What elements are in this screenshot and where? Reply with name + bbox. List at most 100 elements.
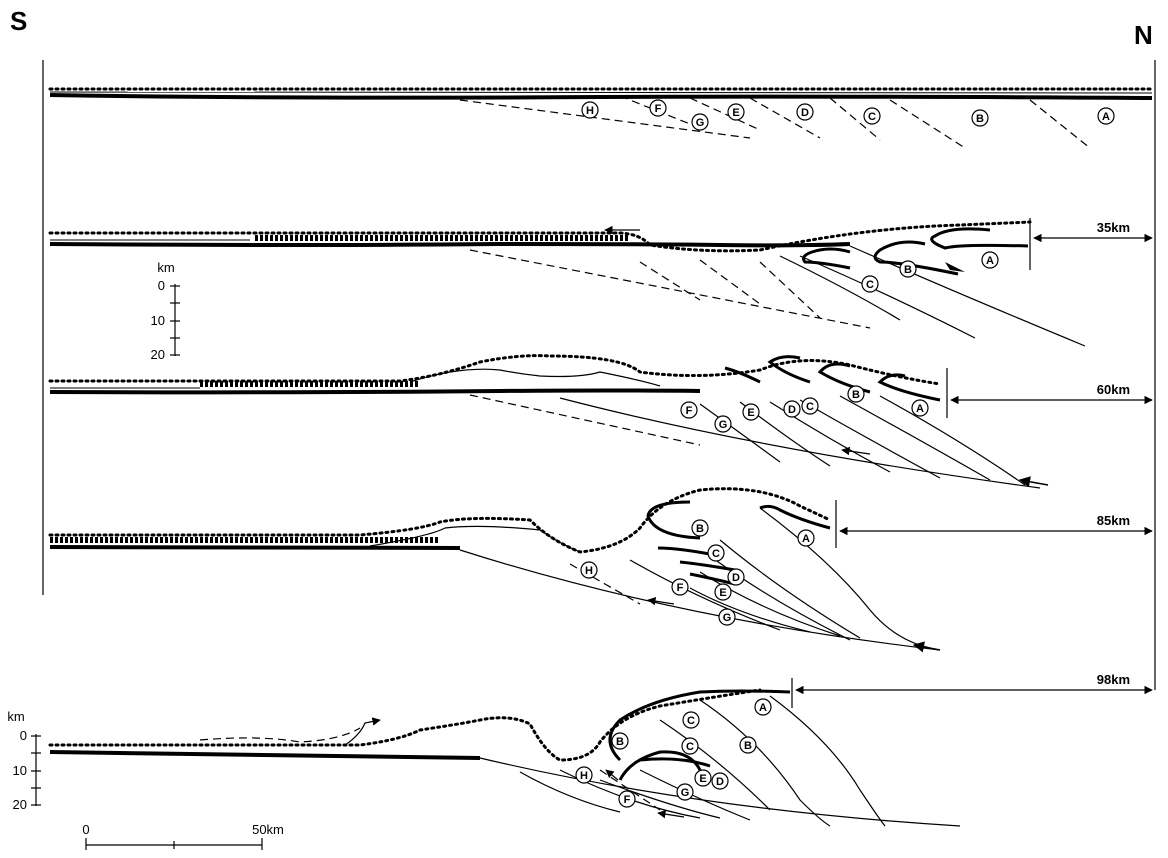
- stage-4-label-a: A: [798, 530, 814, 546]
- stage-5-section: A C B C B H E D F G 98km: [50, 672, 1152, 826]
- horizontal-scale-tick-50km: 50km: [252, 822, 284, 837]
- vertical-scale-2-tick-20: 20: [13, 797, 27, 812]
- stage-3-labels: B A F G E D C: [681, 386, 928, 432]
- svg-text:A: A: [802, 533, 810, 545]
- svg-text:F: F: [655, 103, 662, 115]
- stage-5-label-b-left: B: [612, 733, 628, 749]
- svg-text:C: C: [868, 111, 876, 123]
- stage-3-label-e: E: [743, 404, 759, 420]
- stage-1-label-h: H: [582, 102, 598, 118]
- stage-3-base: [50, 391, 700, 393]
- svg-text:F: F: [686, 405, 693, 417]
- svg-text:C: C: [686, 741, 694, 753]
- stage-4-label-c: C: [708, 545, 724, 561]
- stage-1-label-e: E: [728, 104, 744, 120]
- stage-5-label-e: E: [695, 770, 711, 786]
- vertical-scale-2: km 0 10 20: [7, 709, 41, 812]
- stage-1-label-a: A: [1098, 108, 1114, 124]
- stage-1-label-g: G: [692, 114, 708, 130]
- stage-2-distance-label: 35km: [1097, 220, 1130, 235]
- stage-5-surface: [50, 690, 760, 760]
- stage-2-label-c: C: [862, 276, 878, 292]
- vertical-scale-2-tick-0: 0: [20, 728, 27, 743]
- svg-text:F: F: [624, 794, 631, 806]
- svg-text:B: B: [696, 523, 704, 535]
- stage-1-labels: H F G E D C B A: [582, 100, 1114, 130]
- stage-4-labels: B A C D E F H G: [581, 520, 814, 625]
- svg-text:B: B: [616, 736, 624, 748]
- stage-3-label-c: C: [802, 398, 818, 414]
- stage-5-label-b-right: B: [740, 737, 756, 753]
- stage-3-label-b: B: [848, 386, 864, 402]
- stage-1-section: H F G E D C B A: [50, 89, 1152, 148]
- svg-text:C: C: [687, 715, 695, 727]
- stage-4-label-f: F: [672, 579, 688, 595]
- svg-text:C: C: [866, 279, 874, 291]
- stage-5-distance-label: 98km: [1097, 672, 1130, 687]
- stage-1-base: [50, 95, 1152, 98]
- stage-4-label-b: B: [692, 520, 708, 536]
- stage-1-label-b: B: [972, 110, 988, 126]
- svg-text:D: D: [716, 776, 724, 788]
- stage-2-label-a: A: [982, 252, 998, 268]
- vertical-scale-2-tick-10: 10: [13, 763, 27, 778]
- stage-5-label-f: F: [619, 791, 635, 807]
- stage-3-section: B A F G E D C 60km: [50, 356, 1152, 488]
- stage-5-thrusts: [480, 696, 960, 826]
- stage-3-distance-label: 60km: [1097, 382, 1130, 397]
- stage-4-section: B A C D E F H G 85km: [50, 489, 1152, 650]
- svg-text:A: A: [759, 702, 767, 714]
- north-label: N: [1134, 22, 1153, 48]
- stage-5-label-c-lower: C: [682, 738, 698, 754]
- stage-3-label-a: A: [912, 400, 928, 416]
- svg-text:F: F: [677, 582, 684, 594]
- stage-5-arrow-backthrust: [345, 720, 380, 745]
- svg-text:B: B: [852, 389, 860, 401]
- vertical-scale-2-unit: km: [7, 709, 24, 724]
- svg-text:H: H: [585, 565, 593, 577]
- svg-text:C: C: [806, 401, 814, 413]
- stage-3-fault: [470, 395, 700, 445]
- svg-text:B: B: [744, 740, 752, 752]
- stage-4-distance-label: 85km: [1097, 513, 1130, 528]
- stage-3-label-d: D: [784, 401, 800, 417]
- south-label: S: [10, 8, 27, 34]
- svg-text:E: E: [732, 107, 739, 119]
- stage-5-label-h: H: [576, 767, 592, 783]
- vertical-scale-1-tick-20: 20: [151, 347, 165, 362]
- stage-2-section: A B C 35km: [50, 218, 1152, 346]
- svg-text:B: B: [976, 113, 984, 125]
- svg-text:A: A: [986, 255, 994, 267]
- svg-text:G: G: [681, 787, 690, 799]
- stage-4-label-h: H: [581, 562, 597, 578]
- stage-5-label-g: G: [677, 784, 693, 800]
- stage-3-label-f: F: [681, 402, 697, 418]
- stage-1-label-c: C: [864, 108, 880, 124]
- svg-text:A: A: [1102, 111, 1110, 123]
- svg-text:H: H: [586, 105, 594, 117]
- horizontal-scale-tick-0: 0: [82, 822, 89, 837]
- vertical-scale-1-tick-10: 10: [151, 313, 165, 328]
- svg-text:D: D: [801, 107, 809, 119]
- vertical-scale-1-tick-0: 0: [158, 278, 165, 293]
- stage-5-label-a: A: [755, 699, 771, 715]
- svg-text:H: H: [580, 770, 588, 782]
- svg-text:E: E: [699, 773, 706, 785]
- svg-text:E: E: [747, 407, 754, 419]
- stage-5-label-c-upper: C: [683, 712, 699, 728]
- horizontal-scale: 0 50km: [82, 822, 284, 850]
- svg-text:D: D: [788, 404, 796, 416]
- stage-1-faults: [460, 96, 1090, 148]
- stage-5-label-d: D: [712, 773, 728, 789]
- stage-4-label-g: G: [719, 609, 735, 625]
- stage-4-label-d: D: [728, 569, 744, 585]
- stage-2-base: [50, 244, 850, 245]
- vertical-scale-1-unit: km: [157, 260, 174, 275]
- stage-3-label-g: G: [715, 416, 731, 432]
- svg-text:G: G: [696, 117, 705, 129]
- svg-text:D: D: [732, 572, 740, 584]
- stage-1-label-f: F: [650, 100, 666, 116]
- stage-5-base: [50, 752, 480, 758]
